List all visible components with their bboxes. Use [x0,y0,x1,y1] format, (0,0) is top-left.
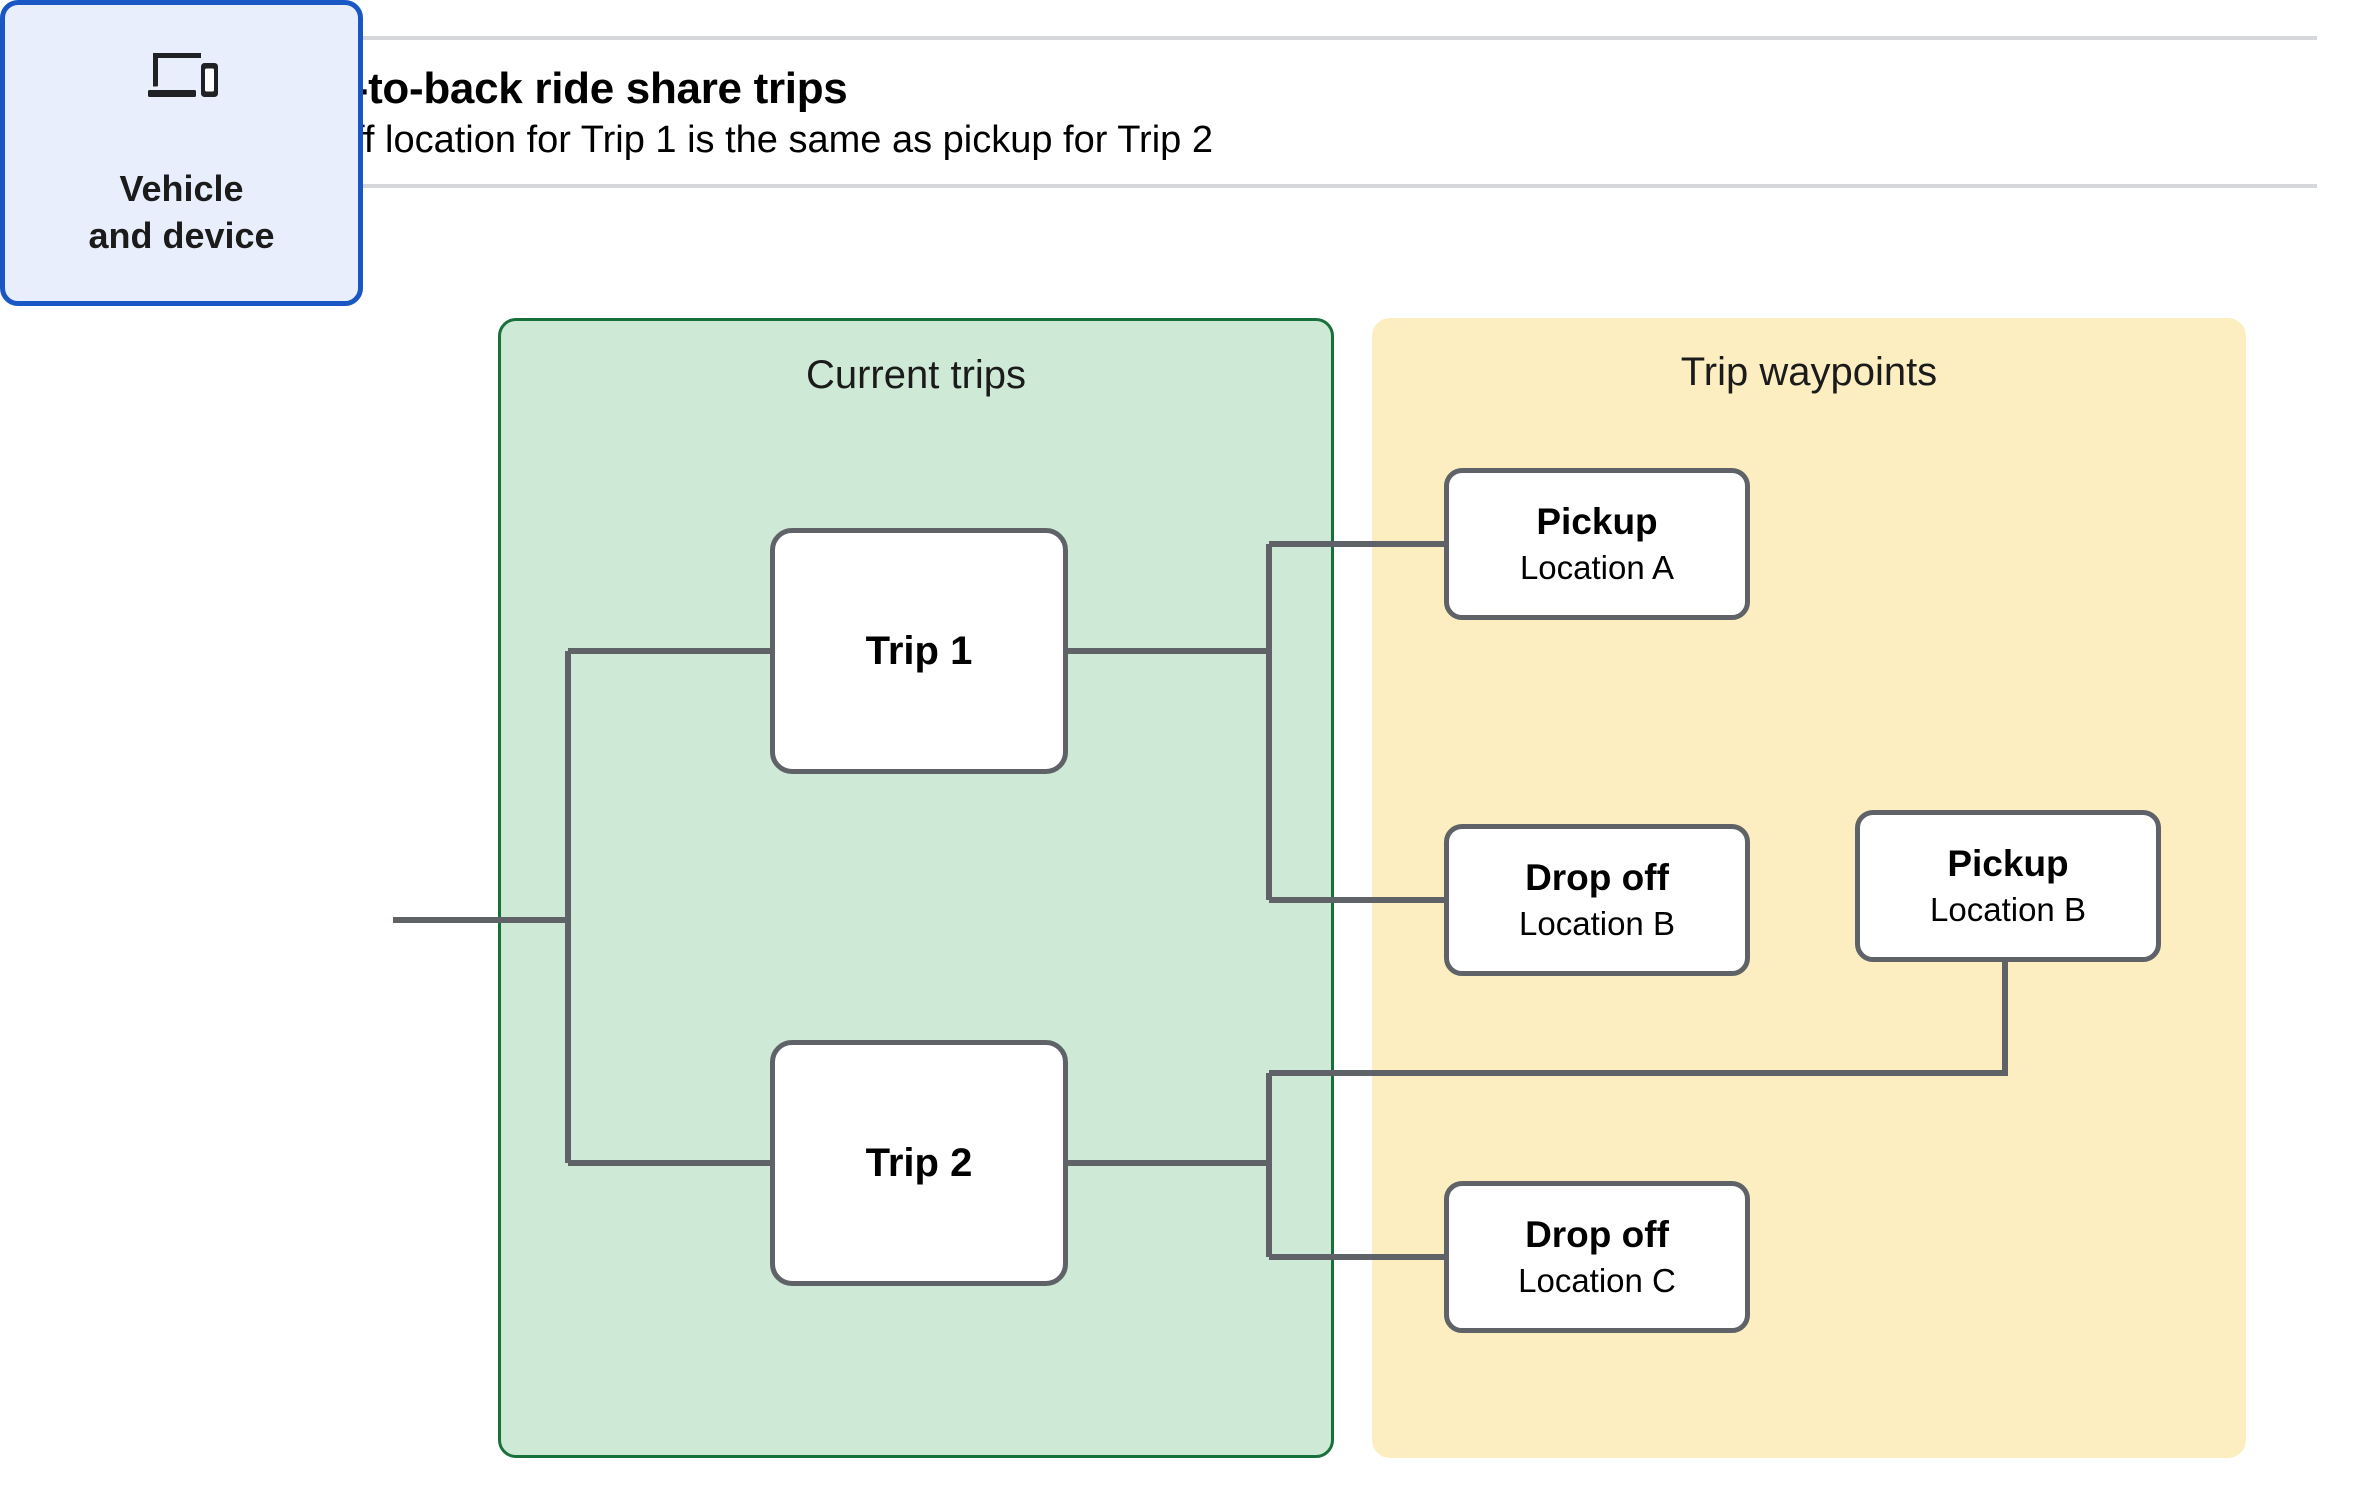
page-subtitle: Drop off location for Trip 1 is the same… [240,119,1213,162]
node-waypoint-dropoff-b[interactable]: Drop off Location B [1444,824,1750,976]
node-waypoint-dropoff-b-location: Location B [1519,905,1675,943]
header-rule-top [40,36,2317,40]
node-waypoint-dropoff-c[interactable]: Drop off Location C [1444,1181,1750,1333]
node-vehicle-label: Vehicle and device [88,166,274,258]
node-vehicle-label-line1: Vehicle [119,168,244,210]
node-waypoint-dropoff-c-title: Drop off [1525,1214,1669,1256]
node-waypoint-dropoff-b-title: Drop off [1525,857,1669,899]
node-waypoint-pickup-b-title: Pickup [1947,843,2069,885]
node-trip-1-label: Trip 1 [865,628,973,673]
group-trip-waypoints-title: Trip waypoints [1680,350,1938,394]
devices-icon [143,47,221,114]
node-vehicle-label-line2: and device [88,214,275,256]
group-current-trips: Current trips [498,318,1334,1458]
node-trip-1[interactable]: Trip 1 [770,528,1068,774]
node-waypoint-pickup-b-location: Location B [1930,891,2086,929]
node-trip-2-label: Trip 2 [865,1140,973,1185]
node-trip-2[interactable]: Trip 2 [770,1040,1068,1286]
node-vehicle-and-device[interactable]: Vehicle and device [0,0,363,306]
node-waypoint-pickup-b[interactable]: Pickup Location B [1855,810,2161,962]
header-rule-bottom [40,183,2317,188]
node-waypoint-pickup-a-title: Pickup [1536,501,1658,543]
node-waypoint-pickup-a[interactable]: Pickup Location A [1444,468,1750,620]
group-current-trips-title: Current trips [805,353,1027,397]
node-waypoint-pickup-a-location: Location A [1519,549,1675,587]
node-waypoint-dropoff-c-location: Location C [1518,1262,1676,1300]
